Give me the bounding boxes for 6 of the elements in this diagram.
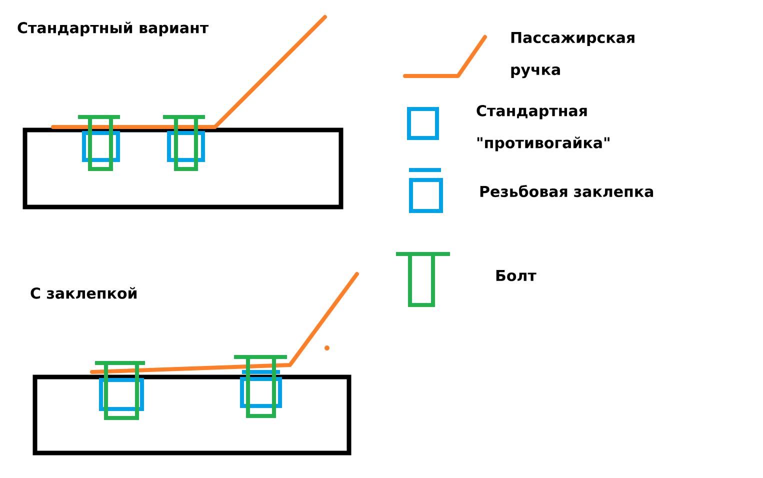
legend-text: Стандартная "противогайка" [476, 105, 610, 152]
section-title: С заклепкой [30, 287, 137, 299]
legend-text: Пассажирская ручка [511, 32, 634, 78]
legend-text: Резьбовая заклепка [480, 185, 654, 198]
legend-text: Болт [496, 270, 536, 282]
section-title: Стандартный вариант [18, 22, 209, 36]
